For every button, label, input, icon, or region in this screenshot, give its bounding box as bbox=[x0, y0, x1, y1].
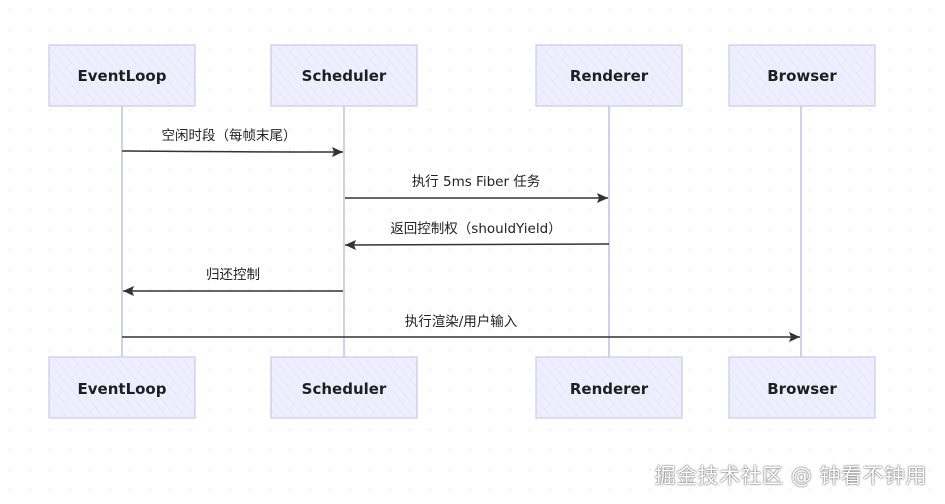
actor-label: Scheduler bbox=[302, 380, 387, 398]
actor-label: Scheduler bbox=[302, 67, 387, 85]
actor-label: EventLoop bbox=[78, 380, 167, 398]
actor-label: Renderer bbox=[570, 67, 649, 85]
arrowhead-icon bbox=[332, 147, 343, 157]
message-label: 归还控制 bbox=[206, 266, 260, 283]
message-4[interactable]: 归还控制 bbox=[123, 266, 344, 296]
actor-eventloop-top[interactable]: EventLoop bbox=[48, 44, 196, 107]
actor-label: Browser bbox=[767, 380, 837, 398]
message-3[interactable]: 返回控制权（shouldYield） bbox=[344, 220, 610, 250]
arrowhead-icon bbox=[345, 240, 356, 250]
message-5[interactable]: 执行渲染/用户输入 bbox=[121, 313, 801, 342]
actor-renderer-bottom[interactable]: Renderer bbox=[535, 356, 683, 419]
message-label: 执行渲染/用户输入 bbox=[405, 313, 518, 330]
actor-eventloop-bottom[interactable]: EventLoop bbox=[48, 356, 196, 419]
arrowhead-icon bbox=[597, 193, 608, 203]
message-2[interactable]: 执行 5ms Fiber 任务 bbox=[344, 174, 608, 203]
actor-scheduler-bottom[interactable]: Scheduler bbox=[270, 356, 418, 419]
message-label: 执行 5ms Fiber 任务 bbox=[412, 174, 541, 190]
actor-scheduler-top[interactable]: Scheduler bbox=[270, 44, 418, 107]
message-label: 返回控制权（shouldYield） bbox=[390, 220, 561, 237]
arrowhead-icon bbox=[123, 286, 134, 296]
actor-label: EventLoop bbox=[78, 67, 167, 85]
actor-label: Browser bbox=[767, 67, 837, 85]
actor-renderer-top[interactable]: Renderer bbox=[535, 44, 683, 107]
actor-label: Renderer bbox=[570, 380, 649, 398]
message-label: 空闲时段（每帧末尾） bbox=[162, 128, 297, 144]
actor-browser-bottom[interactable]: Browser bbox=[728, 356, 876, 419]
watermark: 掘金技术社区 @ 钟看不钟用 bbox=[654, 464, 927, 488]
actor-browser-top[interactable]: Browser bbox=[728, 44, 876, 107]
arrowhead-icon bbox=[789, 332, 800, 342]
message-1[interactable]: 空闲时段（每帧末尾） bbox=[121, 128, 344, 157]
